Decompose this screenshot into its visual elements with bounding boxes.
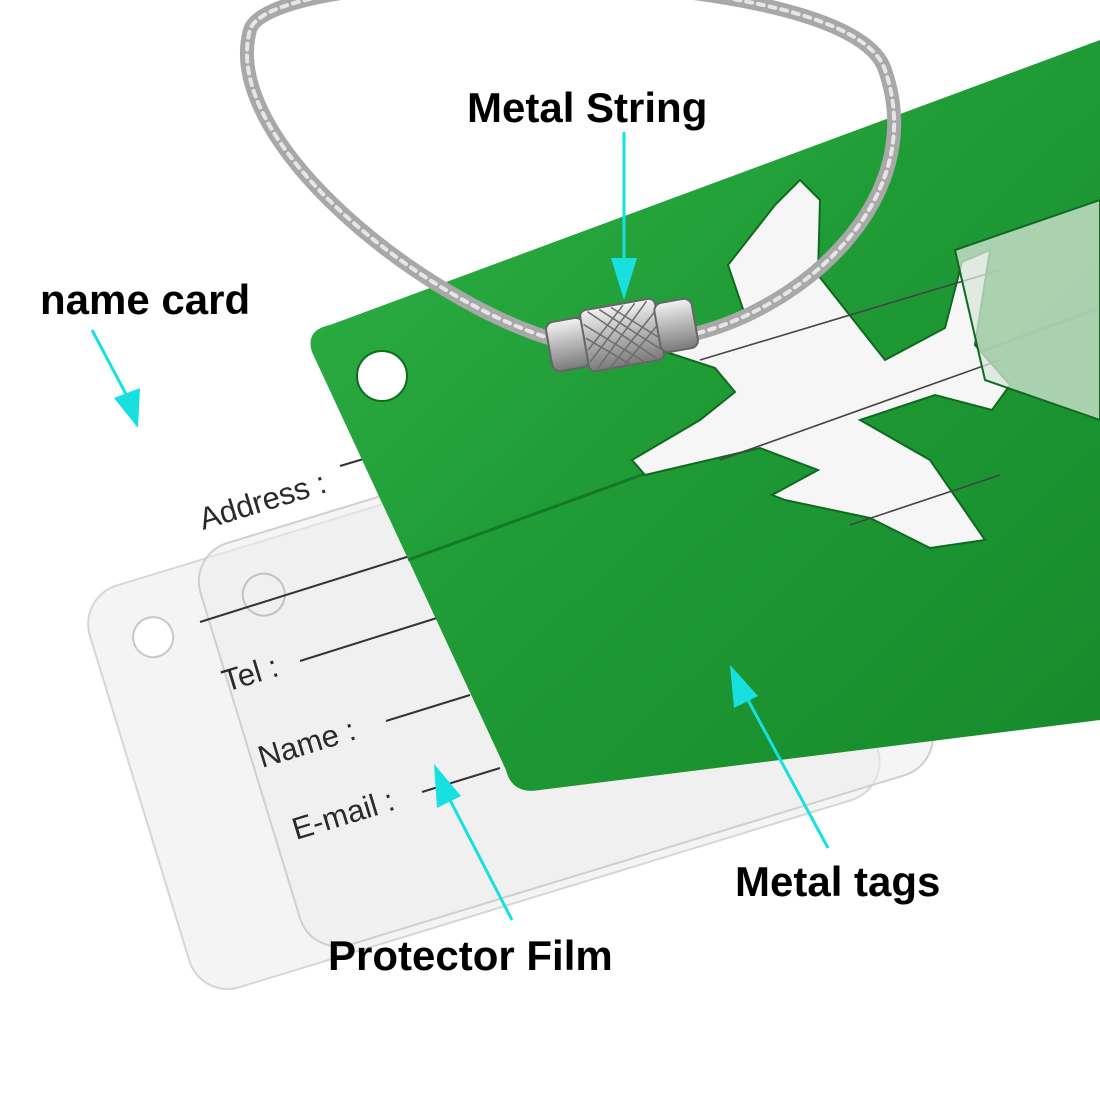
- metal-tag-window: [953, 198, 1100, 422]
- tel-line: [299, 616, 441, 662]
- name-card-label: name card: [40, 276, 250, 323]
- name-card-arrow: [90, 329, 140, 428]
- metal-tags-arrow: [730, 665, 830, 849]
- metal-string-highlight: [245, 0, 897, 342]
- metal-tags-label: Metal tags: [735, 858, 940, 905]
- callout-arrows: [90, 132, 830, 921]
- metal-tag-hole: [356, 350, 408, 402]
- screw-barrel: [545, 297, 699, 373]
- metal-string: [240, 0, 902, 373]
- protector-film-arrow: [434, 764, 514, 921]
- cutout-card-line-2: [719, 359, 1001, 461]
- blank-line: [199, 555, 411, 623]
- protector-film-hole: [241, 572, 286, 617]
- airplane-cutout-icon: [630, 178, 1012, 550]
- name-line: [385, 694, 471, 722]
- metal-string-arrow: [611, 132, 637, 300]
- cutout-card-line-1: [699, 269, 1001, 361]
- metal-tag: [310, 40, 1100, 791]
- email-line: [421, 767, 501, 793]
- cutout-card-line-3: [849, 474, 1001, 526]
- name-card-hole: [132, 616, 175, 659]
- metal-string-label: Metal String: [467, 84, 707, 131]
- protector-film-label: Protector Film: [328, 932, 613, 979]
